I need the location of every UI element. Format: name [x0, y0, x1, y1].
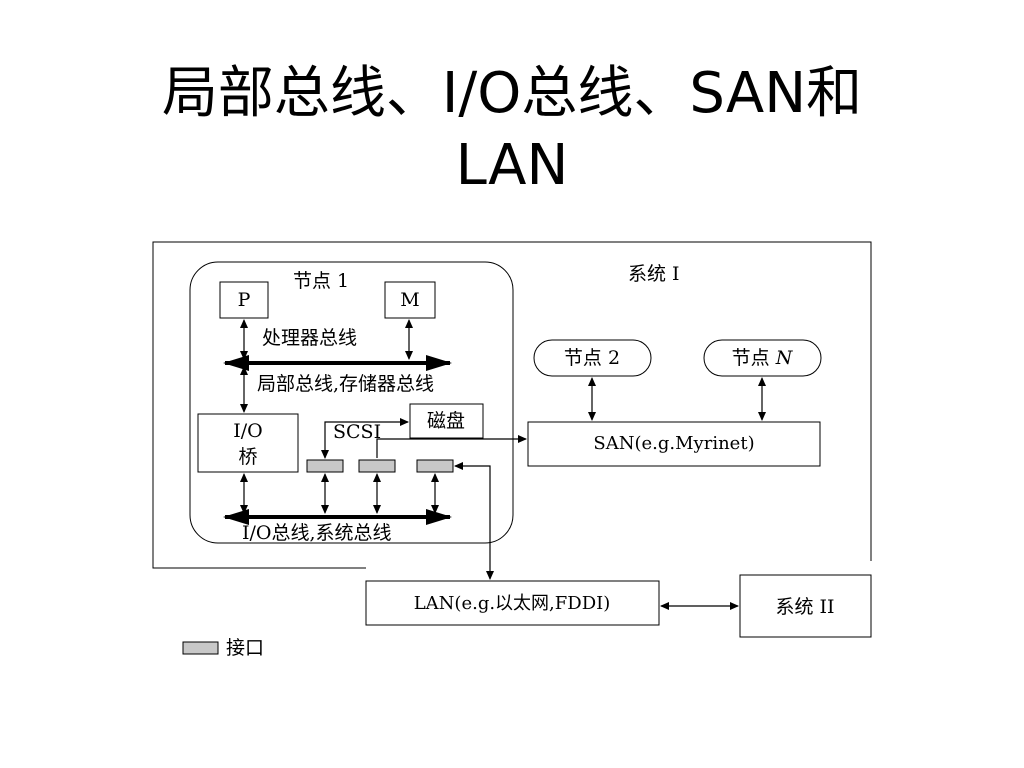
san-label: SAN(e.g.Myrinet)	[593, 433, 754, 454]
system2-label: 系统 II	[775, 596, 834, 618]
lan-link	[454, 462, 494, 580]
interface-lan	[416, 459, 454, 473]
node1-box	[189, 261, 514, 544]
node1-label: 节点 1	[293, 270, 349, 292]
nodeN-label: 节点 N	[732, 347, 794, 369]
disk-box	[409, 403, 484, 439]
io-bridge-box	[197, 413, 299, 473]
io-bus-label: I/O总线,系统总线	[242, 522, 392, 544]
node2-box	[533, 339, 652, 377]
scsi-link	[321, 418, 409, 459]
local-bus-label: 局部总线,存储器总线	[257, 373, 434, 395]
processor-label: P	[238, 289, 251, 311]
title-line-1: 局部总线、I/O总线、SAN和	[161, 61, 863, 126]
nodeN-label-var: N	[775, 347, 794, 369]
legend-label: 接口	[226, 637, 264, 659]
node2-label: 节点 2	[564, 347, 620, 369]
system1-label: 系统 I	[628, 263, 680, 285]
interface-disk	[358, 459, 396, 473]
nodeN-label-prefix: 节点	[732, 347, 776, 369]
memory-box	[384, 281, 436, 319]
io-bridge-label-line2: 桥	[238, 446, 257, 468]
lan-label: LAN(e.g.以太网,FDDI)	[414, 593, 611, 614]
processor-bus-label: 处理器总线	[262, 327, 357, 349]
disk-label: 磁盘	[427, 410, 465, 432]
memory-label: M	[400, 289, 419, 311]
slide-title: 局部总线、I/O总线、SAN和 LAN	[0, 58, 1024, 202]
san-box	[527, 421, 821, 467]
processor-box	[219, 281, 269, 319]
interface-scsi	[306, 459, 344, 473]
lan-box	[365, 580, 660, 626]
legend-interface-swatch	[182, 641, 219, 655]
io-bridge-label-line1: I/O	[233, 420, 262, 442]
san-link	[376, 435, 527, 458]
system1-frame	[152, 241, 872, 569]
scsi-label: SCSI	[333, 421, 381, 443]
title-line-2: LAN	[455, 133, 569, 198]
nodeN-box	[703, 339, 822, 377]
system2-box	[739, 574, 872, 638]
